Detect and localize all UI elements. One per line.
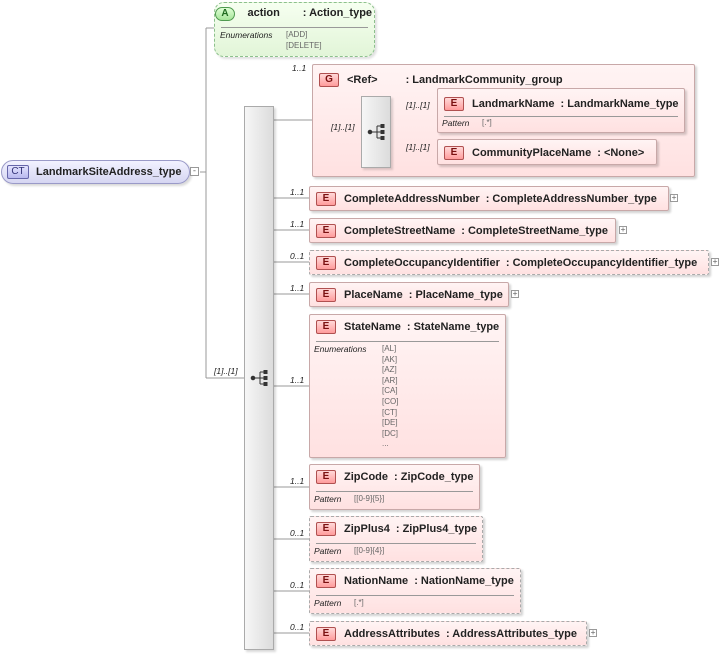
element-complete-address-number[interactable]: E CompleteAddressNumber : CompleteAddres… (309, 186, 669, 211)
facet-label: Pattern (314, 546, 342, 556)
element-type: : <None> (597, 147, 645, 159)
element-nation-name[interactable]: E NationName : NationName_type Pattern [… (309, 568, 521, 614)
element-type: : ZipCode_type (394, 471, 474, 483)
element-name: AddressAttributes (344, 628, 440, 640)
element-divider (316, 595, 514, 596)
element-type: : ZipPlus4_type (395, 523, 478, 535)
facet-label: Pattern (314, 494, 342, 504)
attribute-divider (221, 27, 368, 28)
place-name-cardinality: 1..1 (290, 283, 305, 293)
element-type: : StateName_type (406, 321, 500, 333)
attribute-action-node[interactable]: A action : Action_type Enumerations [ADD… (214, 2, 375, 57)
element-type: : AddressAttributes_type (445, 628, 577, 640)
element-type: : CompleteAddressNumber_type (485, 193, 657, 205)
facet-label: Enumerations (314, 344, 367, 354)
element-badge: E (316, 627, 336, 641)
element-type: : CompleteOccupancyIdentifier_type (505, 257, 698, 269)
sequence-cardinality: [1]..[1] (214, 366, 238, 376)
facet-label: Pattern (314, 598, 342, 608)
element-name: CompleteOccupancyIdentifier (344, 257, 500, 269)
element-place-name[interactable]: E PlaceName : PlaceName_type (309, 282, 509, 307)
element-divider (316, 341, 499, 342)
expand-icon[interactable]: + (511, 289, 519, 298)
element-badge: E (316, 470, 336, 484)
address-attributes-cardinality: 0..1 (290, 622, 305, 632)
element-community-place-name[interactable]: E CommunityPlaceName : <None> (437, 139, 657, 165)
zip-plus4-cardinality: 0..1 (290, 528, 305, 538)
attribute-type: : Action_type (302, 7, 373, 19)
element-name: StateName (344, 321, 401, 333)
element-badge: E (316, 256, 336, 270)
element-type: : NationName_type (414, 575, 514, 587)
facet-values: [AL] [AK] [AZ] [AR] [CA] [CO] [CT] [DE] … (382, 344, 399, 449)
zip-code-cardinality: 1..1 (290, 476, 305, 486)
element-name: ZipPlus4 (344, 523, 390, 535)
group-sequence-icon (367, 124, 385, 140)
expand-icon[interactable]: + (619, 225, 627, 234)
attribute-facet-label: Enumerations (220, 30, 273, 40)
element-complete-occupancy-identifier[interactable]: E CompleteOccupancyIdentifier : Complete… (309, 250, 709, 275)
state-name-cardinality: 1..1 (290, 375, 305, 385)
element-badge: E (316, 288, 336, 302)
facet-values: [[0-9]{5}] (354, 494, 385, 503)
element-badge: E (316, 320, 336, 334)
element-type: : PlaceName_type (408, 289, 503, 301)
community-place-name-cardinality: [1]..[1] (406, 142, 430, 152)
nation-name-cardinality: 0..1 (290, 580, 305, 590)
element-name: LandmarkName (472, 98, 555, 110)
complex-type-collapse-icon[interactable]: - (190, 166, 199, 176)
element-divider (316, 543, 476, 544)
complex-type-badge: CT (7, 165, 29, 179)
expand-icon[interactable]: + (589, 628, 597, 637)
element-badge: E (316, 224, 336, 238)
element-name: CommunityPlaceName (472, 147, 592, 159)
element-zip-code[interactable]: E ZipCode : ZipCode_type Pattern [[0-9]{… (309, 464, 480, 510)
element-state-name[interactable]: E StateName : StateName_type Enumeration… (309, 314, 506, 458)
complex-type-name: LandmarkSiteAddress_type (36, 166, 182, 178)
group-name: <Ref> (347, 74, 378, 86)
complete-occupancy-identifier-cardinality: 0..1 (290, 251, 305, 261)
group-badge: G (319, 73, 339, 87)
element-badge: E (444, 97, 464, 111)
element-badge: E (316, 574, 336, 588)
element-badge: E (316, 192, 336, 206)
element-name: PlaceName (344, 289, 403, 301)
complete-street-name-cardinality: 1..1 (290, 219, 305, 229)
element-badge: E (444, 146, 464, 160)
element-divider (316, 491, 473, 492)
complete-address-number-cardinality: 1..1 (290, 187, 305, 197)
complex-type-node[interactable]: CT LandmarkSiteAddress_type (1, 160, 190, 184)
facet-values: [.*] (354, 598, 364, 607)
facet-values: [[0-9]{4}] (354, 546, 385, 555)
attribute-facet-values: [ADD] [DELETE] (286, 30, 322, 50)
element-name: CompleteStreetName (344, 225, 456, 237)
group-cardinality: 1..1 (292, 63, 307, 73)
element-type: : CompleteStreetName_type (461, 225, 608, 237)
element-name: NationName (344, 575, 409, 587)
group-inner-sequence-cardinality: [1]..[1] (331, 122, 355, 132)
element-badge: E (316, 522, 336, 536)
element-divider (444, 116, 678, 117)
element-name: ZipCode (344, 471, 388, 483)
group-type: : LandmarkCommunity_group (405, 74, 563, 86)
attribute-name: action (247, 7, 280, 19)
facet-values: [.*] (482, 118, 492, 127)
element-zip-plus4[interactable]: E ZipPlus4 : ZipPlus4_type Pattern [[0-9… (309, 516, 483, 562)
element-name: CompleteAddressNumber (344, 193, 480, 205)
element-type: : LandmarkName_type (560, 98, 679, 110)
landmark-name-cardinality: [1]..[1] (406, 100, 430, 110)
facet-label: Pattern (442, 118, 470, 128)
expand-icon[interactable]: + (711, 257, 719, 266)
element-address-attributes[interactable]: E AddressAttributes : AddressAttributes_… (309, 621, 587, 646)
attribute-badge: A (215, 7, 235, 21)
sequence-icon (250, 370, 268, 386)
element-complete-street-name[interactable]: E CompleteStreetName : CompleteStreetNam… (309, 218, 616, 243)
expand-icon[interactable]: + (670, 193, 678, 202)
element-landmark-name[interactable]: E LandmarkName : LandmarkName_type Patte… (437, 88, 685, 133)
